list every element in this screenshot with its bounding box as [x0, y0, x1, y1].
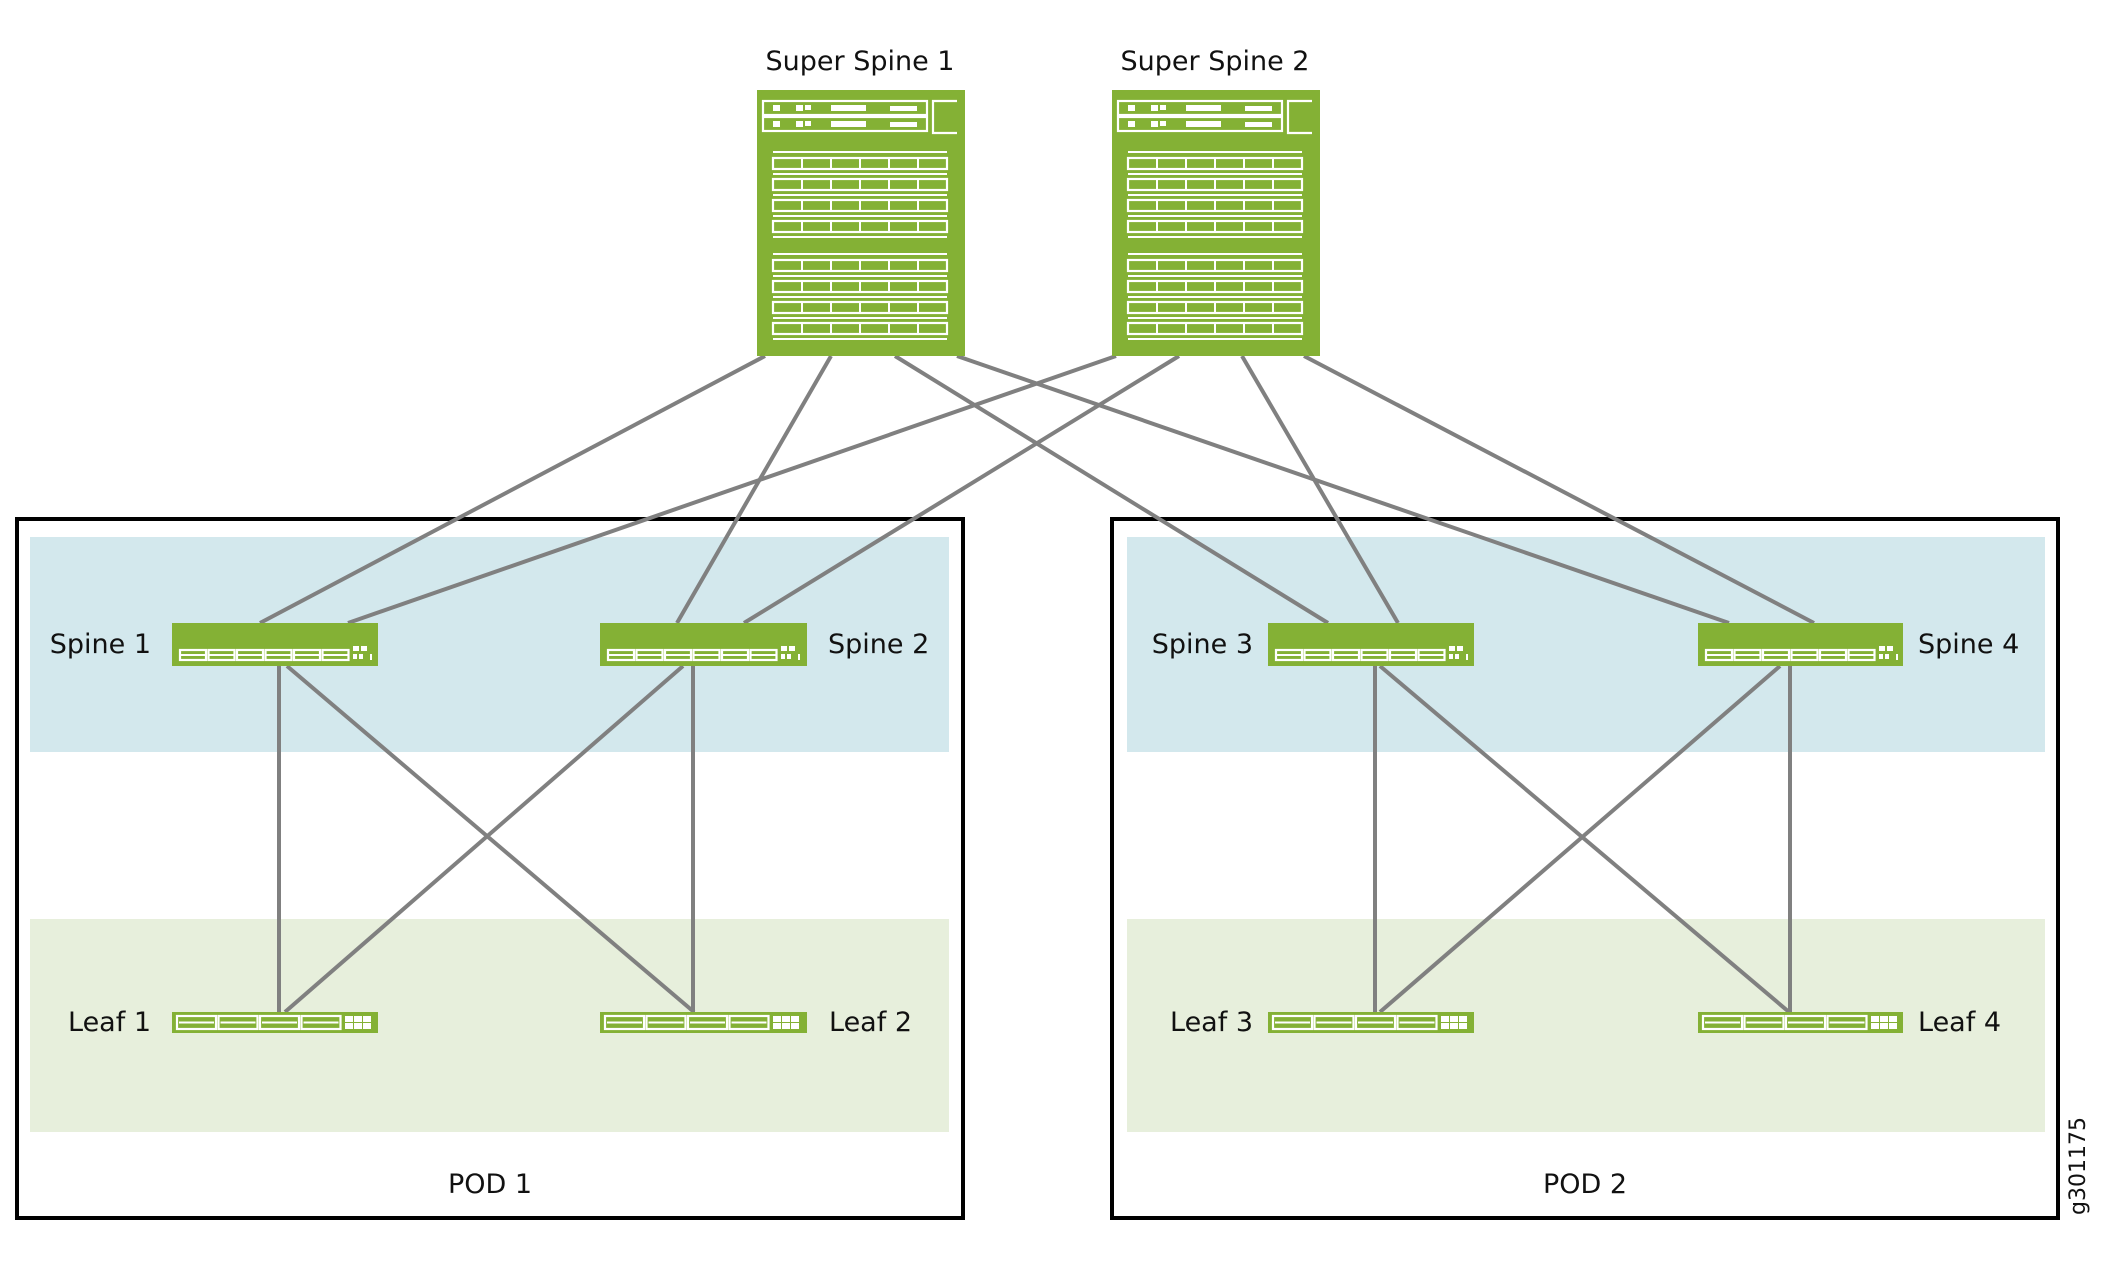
link-ss1-spine1: [259, 354, 766, 625]
super-spine-2-label: Super Spine 2: [1121, 46, 1310, 77]
spine-2-label: Spine 2: [828, 629, 929, 660]
pod-2-label: POD 2: [1543, 1169, 1627, 1200]
spine-4-label: Spine 4: [1918, 629, 2019, 660]
super-spine-2-device: [1112, 90, 1320, 356]
leaf-1-device: [172, 1012, 378, 1033]
link-spine3-leaf4: [1378, 664, 1791, 1014]
link-ss2-spine3: [1240, 354, 1400, 625]
spine-2-device: [600, 623, 807, 666]
spine-1-label: Spine 1: [50, 629, 151, 660]
leaf-devices: [172, 1012, 1903, 1033]
pod-1-border: [15, 517, 965, 1220]
leaf-2-device: [600, 1012, 807, 1033]
link-spine2-leaf1: [283, 664, 685, 1014]
super-spine-1-device: [757, 90, 965, 356]
pod-2-leaf-layer: [1127, 919, 2045, 1132]
spine-devices: [172, 623, 1903, 666]
spine-3-device: [1268, 623, 1474, 666]
spine-4-device: [1698, 623, 1903, 666]
link-spine1-leaf2: [285, 664, 696, 1014]
pod-2-spine-layer: [1127, 537, 2045, 752]
link-ss1-spine3: [893, 354, 1330, 625]
pod-1: POD 1: [15, 517, 965, 1220]
link-ss2-spine2: [742, 354, 1181, 625]
spine-1-device: [172, 623, 378, 666]
link-spine4-leaf3: [1378, 664, 1782, 1014]
link-ss1-spine2: [675, 355, 833, 624]
links: [259, 354, 1815, 1014]
pod-1-spine-layer: [30, 537, 949, 752]
link-ss1-spine4: [956, 354, 1730, 625]
super-spine-1-label: Super Spine 1: [766, 46, 955, 77]
leaf-3-device: [1268, 1012, 1474, 1033]
spine-3-label: Spine 3: [1152, 629, 1253, 660]
pod-1-label: POD 1: [448, 1169, 532, 1200]
super-spine-layer: [757, 90, 1320, 356]
leaf-4-label: Leaf 4: [1918, 1007, 2001, 1038]
figure-id: g301175: [2066, 1117, 2091, 1215]
leaf-2-label: Leaf 2: [829, 1007, 912, 1038]
pod-2-border: [1110, 517, 2060, 1220]
pod-1-leaf-layer: [30, 919, 949, 1132]
leaf-1-label: Leaf 1: [68, 1007, 151, 1038]
link-ss2-spine1: [347, 354, 1117, 625]
leaf-3-label: Leaf 3: [1170, 1007, 1253, 1038]
link-ss2-spine4: [1303, 354, 1815, 625]
pod-2: POD 2: [1110, 517, 2060, 1220]
leaf-4-device: [1698, 1012, 1903, 1033]
